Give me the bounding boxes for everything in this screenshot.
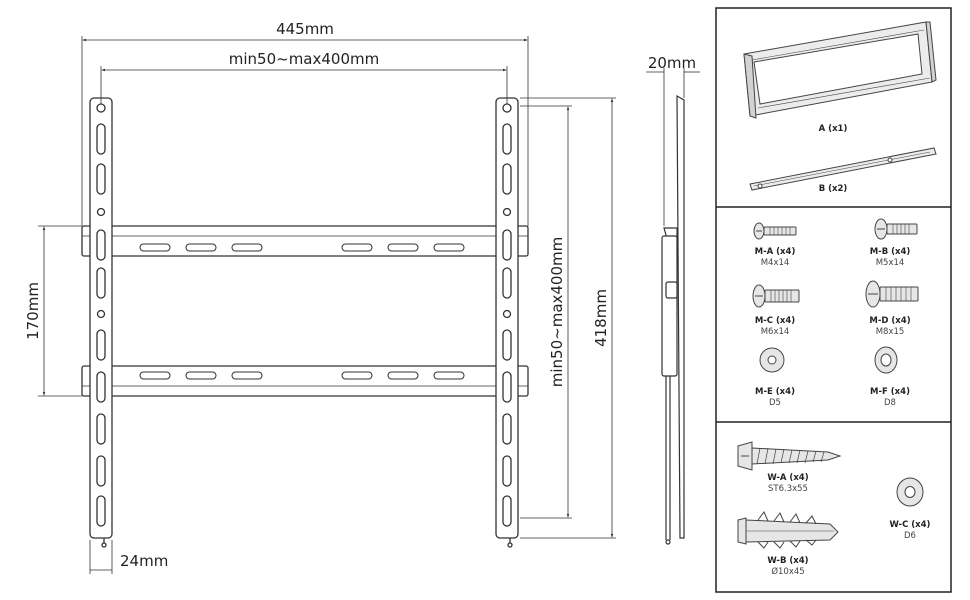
washer-m-e-label: M-E (x4) [755,387,795,397]
side-view [661,94,685,545]
washer-m-f-size: D8 [884,398,896,408]
vesa-horizontal-label: min50~max400mm [229,50,379,68]
rail-spacing-label: 170mm [24,282,42,340]
bar-label: B (x2) [819,184,848,194]
profile-depth-label: 20mm [648,54,696,72]
lag-bolt-w-a-label: W-A (x4) [767,473,808,483]
right-mounting-arm [495,97,519,548]
screw-m-b-size: M5x14 [876,258,905,268]
arm-width-label: 24mm [120,552,168,570]
plate-label: A (x1) [819,124,848,134]
side-dimension-lines [646,68,700,226]
overall-height-label: 418mm [592,289,610,347]
screw-m-d-icon [865,280,919,308]
locking-bar-image [749,147,937,191]
washer-m-f-label: M-F (x4) [870,387,910,397]
screw-m-b-icon [874,218,918,240]
bottom-rail [81,365,529,397]
side-profile-arm [676,94,685,539]
lag-bolt-w-a-icon [737,441,842,471]
screw-m-c-size: M6x14 [761,327,790,337]
wall-anchor-w-b-label: W-B (x4) [767,556,808,566]
vesa-vertical-label: min50~max400mm [548,237,566,387]
screw-m-d-label: M-D (x4) [869,316,910,326]
washer-m-e-icon [759,347,785,373]
lag-bolt-w-a-size: ST6.3x55 [768,484,808,494]
wall-anchor-w-b-icon [737,511,839,549]
top-rail [81,225,529,257]
top-rail-slots [139,243,465,252]
washer-w-c-size: D6 [904,531,916,541]
left-mounting-arm [89,97,113,548]
washer-w-c-label: W-C (x4) [890,520,931,530]
screw-m-c-icon [752,284,800,308]
washer-w-c-icon [896,477,924,507]
washer-m-e-size: D5 [769,398,781,408]
front-dimension-lines [38,36,616,574]
screw-m-a-icon [753,222,797,240]
screw-m-a-size: M4x14 [761,258,790,268]
overall-width-label: 445mm [276,20,334,38]
screw-m-b-label: M-B (x4) [870,247,911,257]
screw-m-d-size: M8x15 [876,327,905,337]
washer-m-f-icon [874,346,898,374]
screw-m-c-label: M-C (x4) [755,316,795,326]
screw-m-a-label: M-A (x4) [755,247,796,257]
wall-anchor-w-b-size: Ø10x45 [771,566,804,577]
front-view [81,97,529,548]
wall-plate-image [743,21,937,119]
